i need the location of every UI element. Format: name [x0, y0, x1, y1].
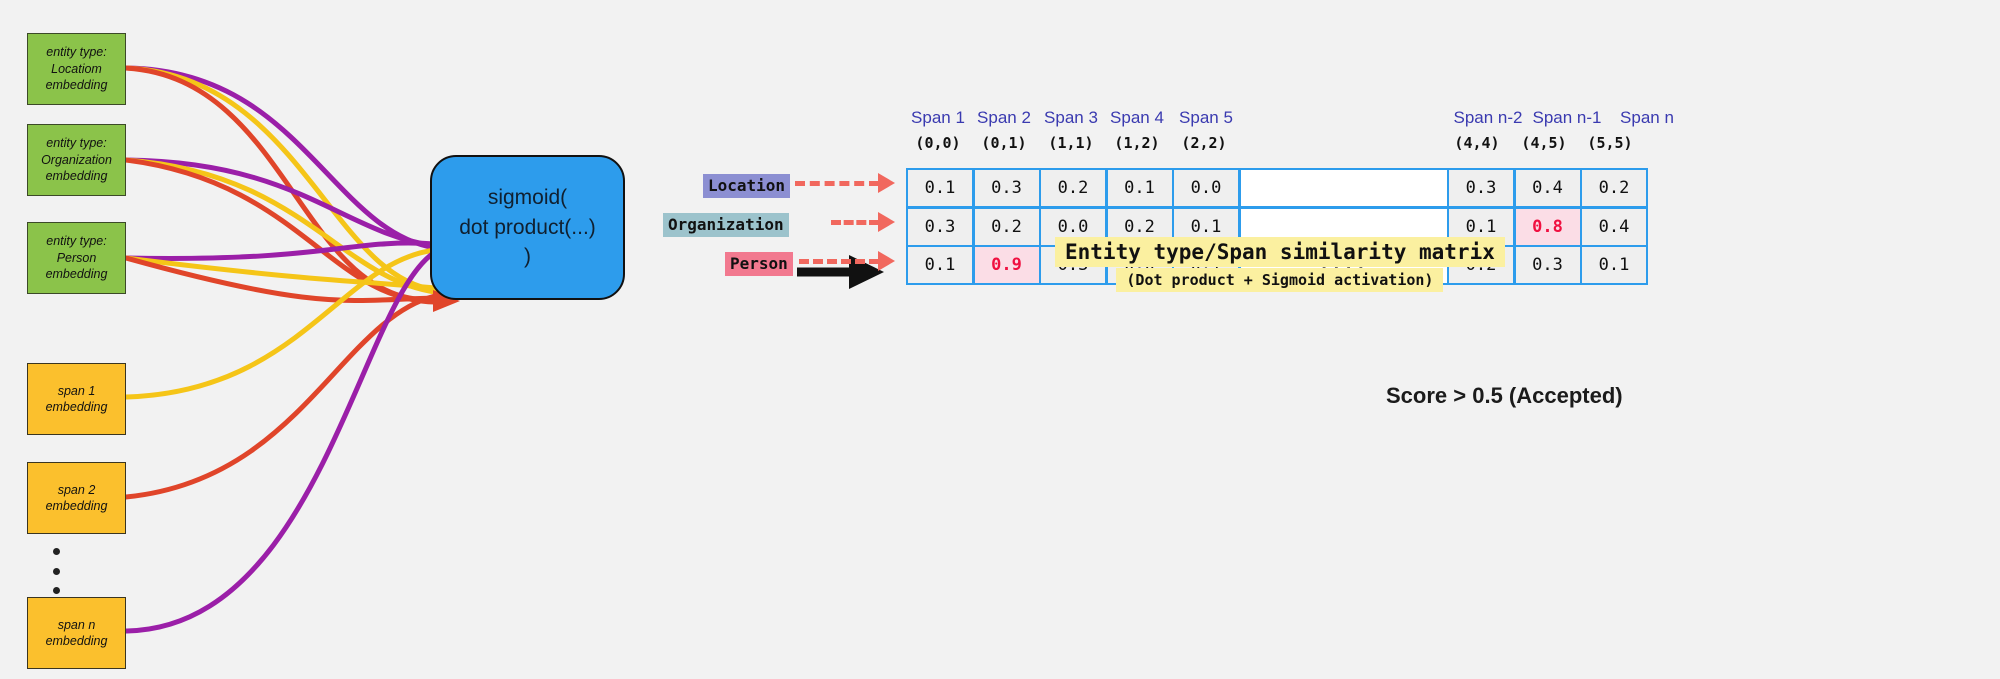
span-box-2-line2: embedding [45, 499, 108, 513]
coord-header-2-2: (2,2) [1181, 134, 1227, 152]
row-label-organization-wrap: Organization [663, 207, 903, 243]
matrix-callout: Entity type/Span similarity matrix (Dot … [1055, 237, 1505, 292]
cell-location-span3[interactable]: 0.2 [1041, 170, 1105, 206]
row-label-person-wrap: Person [725, 246, 905, 282]
span-box-2[interactable]: span 2 embedding [27, 462, 126, 534]
coord-header-1-1: (1,1) [1048, 134, 1094, 152]
dashed-arrow-organization-line [831, 219, 879, 225]
cell-location-span1[interactable]: 0.1 [908, 170, 972, 206]
span-header-2: Span 2 [977, 108, 1031, 127]
cell-person-span2[interactable]: 0.9 [974, 247, 1039, 283]
coord-header-5-5: (5,5) [1587, 134, 1633, 152]
entity-box-organization-line1: entity type: [46, 136, 107, 151]
entity-box-organization-line3: embedding [45, 169, 108, 184]
span-header-n-1: Span n-1 [1532, 108, 1602, 127]
entity-box-person-line3: embedding [45, 267, 108, 282]
cell-person-spann[interactable]: 0.1 [1582, 247, 1646, 283]
entity-box-organization-line2: Organization [41, 152, 112, 167]
cell-location-span2[interactable]: 0.3 [974, 170, 1039, 206]
matrix-callout-subtitle: (Dot product + Sigmoid activation) [1116, 268, 1444, 292]
dashed-arrow-location-head [878, 173, 895, 193]
dashed-arrow-organization-head [878, 212, 895, 232]
coord-header-4-5: (4,5) [1521, 134, 1567, 152]
cell-location-spann1[interactable]: 0.4 [1515, 170, 1580, 206]
cell-location-ellipsis [1240, 170, 1447, 206]
sigmoid-node-line1: sigmoid( [487, 185, 568, 209]
cell-organization-span2[interactable]: 0.2 [974, 208, 1039, 245]
entity-box-person-line2: Person [56, 250, 97, 265]
row-label-location[interactable]: Location [703, 174, 791, 198]
span-box-2-line1: span 2 [57, 482, 96, 497]
entity-box-organization[interactable]: entity type: Organization embedding [27, 124, 126, 196]
dashed-arrow-person [799, 251, 895, 271]
cell-organization-spann[interactable]: 0.4 [1582, 208, 1646, 245]
cell-person-span1[interactable]: 0.1 [908, 247, 972, 283]
vertical-ellipsis-dots [52, 548, 60, 594]
dashed-arrow-location-line [795, 180, 879, 186]
sigmoid-dot-product-node[interactable]: sigmoid( dot product(...) ) [430, 155, 625, 300]
cell-organization-span1[interactable]: 0.3 [908, 208, 972, 245]
dot-1 [52, 548, 60, 555]
dot-3 [52, 587, 60, 594]
matrix-callout-subtitle-wrap: (Dot product + Sigmoid activation) [1055, 267, 1505, 292]
entity-box-location-line1: entity type: [46, 45, 107, 60]
span-box-n-line2: embedding [45, 634, 108, 648]
span-header-n-2: Span n-2 [1453, 108, 1523, 127]
entity-box-location-line2: Locatiom [51, 61, 102, 76]
dashed-arrow-person-line [799, 258, 879, 264]
span-box-n[interactable]: span n embedding [27, 597, 126, 669]
span-box-1-line2: embedding [45, 400, 108, 414]
span-box-1-line1: span 1 [57, 383, 96, 398]
span-header-n: Span n [1620, 108, 1674, 127]
dot-2 [52, 567, 60, 575]
coord-header-1-2: (1,2) [1114, 134, 1160, 152]
span-header-1: Span 1 [911, 108, 965, 127]
cell-location-spann2[interactable]: 0.3 [1449, 170, 1513, 206]
cell-location-spann[interactable]: 0.2 [1582, 170, 1646, 206]
row-label-person[interactable]: Person [725, 252, 793, 276]
dashed-arrow-organization [831, 212, 895, 232]
span-header-4: Span 4 [1110, 108, 1164, 127]
sigmoid-node-line2: dot product(...) [459, 215, 596, 239]
row-label-organization[interactable]: Organization [663, 213, 789, 237]
cell-location-span5[interactable]: 0.0 [1174, 170, 1238, 206]
matrix-callout-title: Entity type/Span similarity matrix [1055, 237, 1505, 267]
dashed-arrow-person-head [878, 251, 895, 271]
coord-header-0-0: (0,0) [915, 134, 961, 152]
entity-box-person[interactable]: entity type: Person embedding [27, 222, 126, 294]
dashed-arrow-location [795, 173, 895, 193]
coord-header-4-4: (4,4) [1454, 134, 1500, 152]
span-header-5: Span 5 [1179, 108, 1233, 127]
row-label-location-wrap: Location [703, 168, 903, 204]
entity-box-location[interactable]: entity type: Locatiom embedding [27, 33, 126, 105]
cell-location-span4[interactable]: 0.1 [1107, 170, 1172, 206]
cell-person-spann1[interactable]: 0.3 [1515, 247, 1580, 283]
span-box-n-line1: span n [57, 617, 96, 632]
cell-organization-spann1[interactable]: 0.8 [1515, 208, 1580, 245]
entity-box-location-line3: embedding [45, 78, 108, 93]
span-box-1[interactable]: span 1 embedding [27, 363, 126, 435]
coord-header-0-1: (0,1) [981, 134, 1027, 152]
matrix-row-location: 0.1 0.3 0.2 0.1 0.0 0.3 0.4 0.2 [908, 170, 1646, 206]
span-header-3: Span 3 [1044, 108, 1098, 127]
sigmoid-node-line3: ) [524, 245, 531, 269]
entity-box-person-line1: entity type: [46, 234, 107, 249]
score-threshold-note: Score > 0.5 (Accepted) [1386, 383, 1623, 408]
